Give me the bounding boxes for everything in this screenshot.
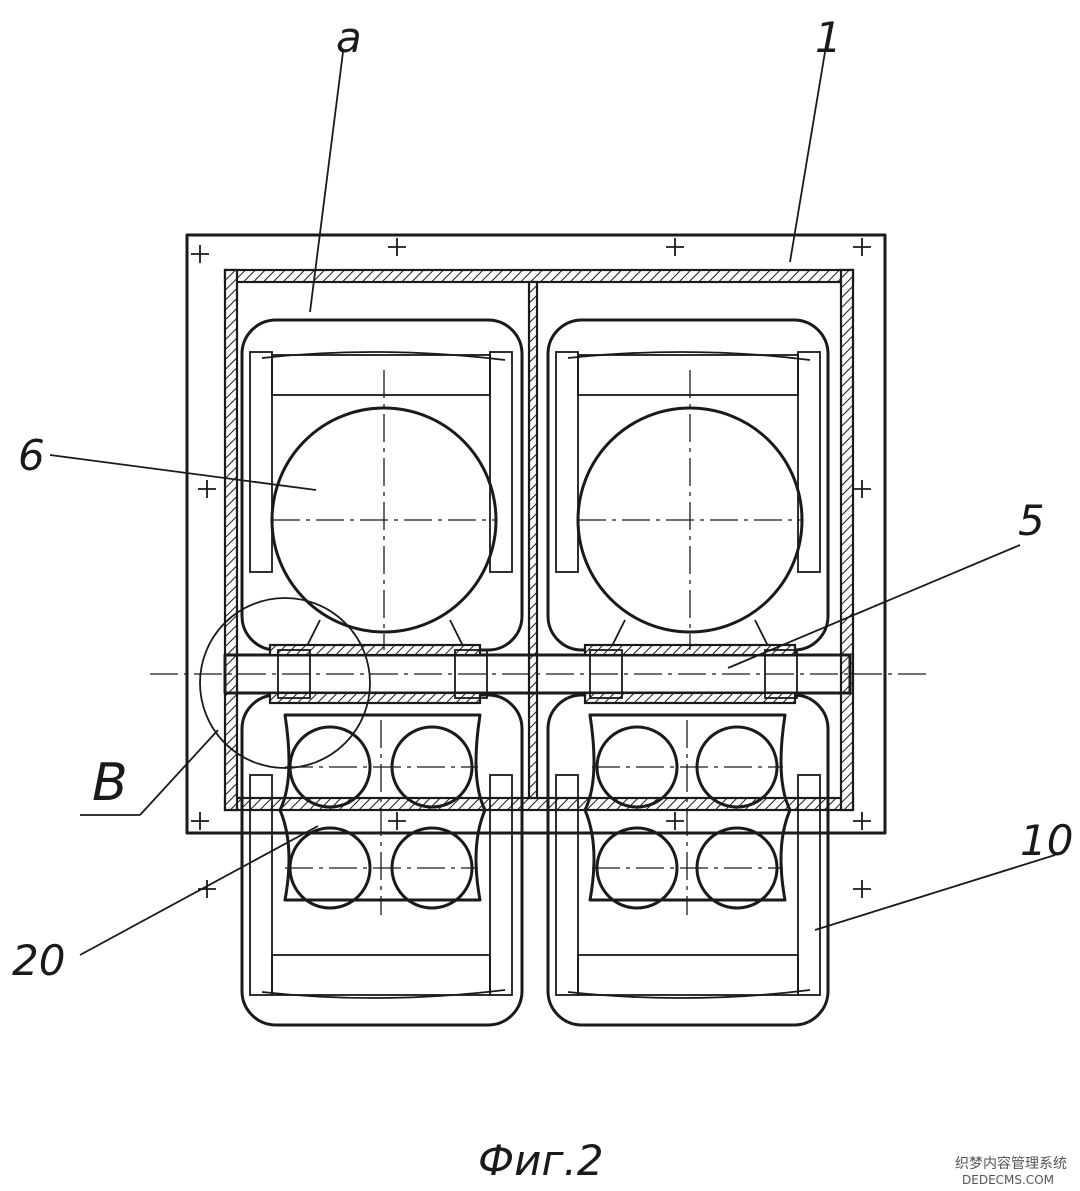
label-1: 1 bbox=[815, 13, 842, 62]
watermark-line-2: DEDECMS.COM bbox=[962, 1173, 1054, 1187]
leader-lines bbox=[49, 51, 1056, 956]
outer-frame bbox=[185, 233, 887, 835]
unit-bottom-left bbox=[240, 693, 524, 1027]
label-10: 10 bbox=[1020, 816, 1073, 865]
container-walls bbox=[223, 268, 855, 812]
label-20: 20 bbox=[12, 936, 65, 985]
watermark-line-1: 织梦内容管理系统 bbox=[955, 1155, 1067, 1172]
detail-circle-b bbox=[199, 597, 371, 769]
figure-caption: Фиг.2 bbox=[478, 1136, 604, 1185]
registration-crosses bbox=[191, 238, 871, 898]
label-b: B bbox=[92, 753, 128, 813]
center-lines bbox=[150, 370, 930, 915]
unit-bottom-right bbox=[546, 693, 830, 1027]
label-5: 5 bbox=[1018, 496, 1045, 545]
label-a: a bbox=[336, 13, 362, 62]
unit-top-right bbox=[546, 318, 830, 652]
label-6: 6 bbox=[18, 431, 45, 480]
